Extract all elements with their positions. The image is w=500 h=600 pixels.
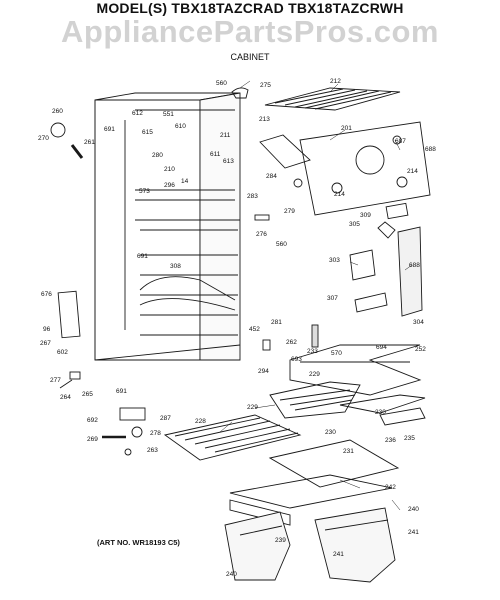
- callout-233: 233: [307, 348, 318, 355]
- callout-235: 235: [404, 435, 415, 442]
- callout-287: 287: [160, 415, 171, 422]
- callout-691: 691: [116, 388, 127, 395]
- callout-613: 613: [223, 158, 234, 165]
- callout-560: 560: [216, 80, 227, 87]
- cabinet-drawing: [57, 92, 241, 361]
- callout-691: 691: [104, 126, 115, 133]
- evaporator-cover-201: [299, 121, 431, 216]
- callout-296: 296: [164, 182, 175, 189]
- callout-230: 230: [375, 409, 386, 416]
- callout-304: 304: [413, 319, 424, 326]
- callout-307: 307: [327, 295, 338, 302]
- leader-lines: [219, 80, 413, 511]
- callout-688: 688: [409, 262, 420, 269]
- callout-308: 308: [170, 263, 181, 270]
- callout-261: 261: [84, 139, 95, 146]
- callout-252: 252: [415, 346, 426, 353]
- crisper-drawers: [224, 474, 396, 583]
- callout-615: 615: [142, 129, 153, 136]
- callout-687: 687: [395, 138, 406, 145]
- callout-270: 270: [38, 135, 49, 142]
- callout-693: 693: [291, 356, 302, 363]
- callout-560: 560: [276, 241, 287, 248]
- art-number: (ART NO. WR18193 C5): [97, 538, 180, 547]
- callout-213: 213: [259, 116, 270, 123]
- callout-612: 612: [132, 110, 143, 117]
- callout-214: 214: [334, 191, 345, 198]
- callout-275: 275: [260, 82, 271, 89]
- callout-211: 211: [220, 132, 231, 139]
- callout-452: 452: [249, 326, 260, 333]
- callout-303: 303: [329, 257, 340, 264]
- small-parts: [50, 87, 319, 456]
- callout-264: 264: [60, 394, 71, 401]
- callout-283: 283: [247, 193, 258, 200]
- callout-240: 240: [226, 571, 237, 578]
- callout-269: 269: [87, 436, 98, 443]
- callout-14: 14: [181, 178, 189, 185]
- callout-228: 228: [195, 418, 206, 425]
- callout-573: 573: [139, 188, 150, 195]
- model-title: MODEL(S) TBX18TAZCRAD TBX18TAZCRWH: [96, 0, 404, 16]
- callout-240: 240: [408, 506, 419, 513]
- glass-shelf-231: [268, 439, 400, 488]
- callout-692: 692: [87, 417, 98, 424]
- callout-691: 691: [137, 253, 148, 260]
- callout-551: 551: [163, 111, 174, 118]
- callout-210: 210: [164, 166, 175, 173]
- callout-570: 570: [331, 350, 342, 357]
- callout-265: 265: [82, 391, 93, 398]
- callout-602: 602: [57, 349, 68, 356]
- callout-688: 688: [425, 146, 436, 153]
- callout-276: 276: [256, 231, 267, 238]
- glass-shelf-228: [163, 414, 302, 461]
- refrigerator-shelves: [269, 344, 426, 426]
- callout-676: 676: [41, 291, 52, 298]
- callout-284: 284: [266, 173, 277, 180]
- callout-212: 212: [330, 78, 341, 85]
- callout-610: 610: [175, 123, 186, 130]
- callout-260: 260: [52, 108, 63, 115]
- callout-229: 229: [247, 404, 258, 411]
- shelf-213: [259, 134, 311, 169]
- watermark: AppliancePartsPros.com: [61, 14, 439, 49]
- callout-229: 229: [309, 371, 320, 378]
- callout-263: 263: [147, 447, 158, 454]
- callout-277: 277: [50, 377, 61, 384]
- callout-611: 611: [210, 151, 221, 158]
- callout-241: 241: [408, 529, 419, 536]
- callout-309: 309: [360, 212, 371, 219]
- callout-labels: 560 275 212 260 270 261 612 551 610 691 …: [38, 78, 436, 578]
- callout-231: 231: [343, 448, 354, 455]
- callout-230: 230: [325, 429, 336, 436]
- callout-241: 241: [333, 551, 344, 558]
- callout-279: 279: [284, 208, 295, 215]
- callout-294: 294: [258, 368, 269, 375]
- air-duct-assembly: [349, 202, 423, 317]
- callout-280: 280: [152, 152, 163, 159]
- callout-278: 278: [150, 430, 161, 437]
- callout-694: 694: [376, 344, 387, 351]
- callout-236: 236: [385, 437, 396, 444]
- section-title: CABINET: [230, 52, 270, 62]
- callout-242: 242: [385, 484, 396, 491]
- callout-267: 267: [40, 340, 51, 347]
- callout-214: 214: [407, 168, 418, 175]
- freezer-shelf-212: [264, 87, 401, 111]
- callout-201: 201: [341, 125, 352, 132]
- callout-262: 262: [286, 339, 297, 346]
- callout-305: 305: [349, 221, 360, 228]
- callout-281: 281: [271, 319, 282, 326]
- callout-239: 239: [275, 537, 286, 544]
- callout-96: 96: [43, 326, 51, 333]
